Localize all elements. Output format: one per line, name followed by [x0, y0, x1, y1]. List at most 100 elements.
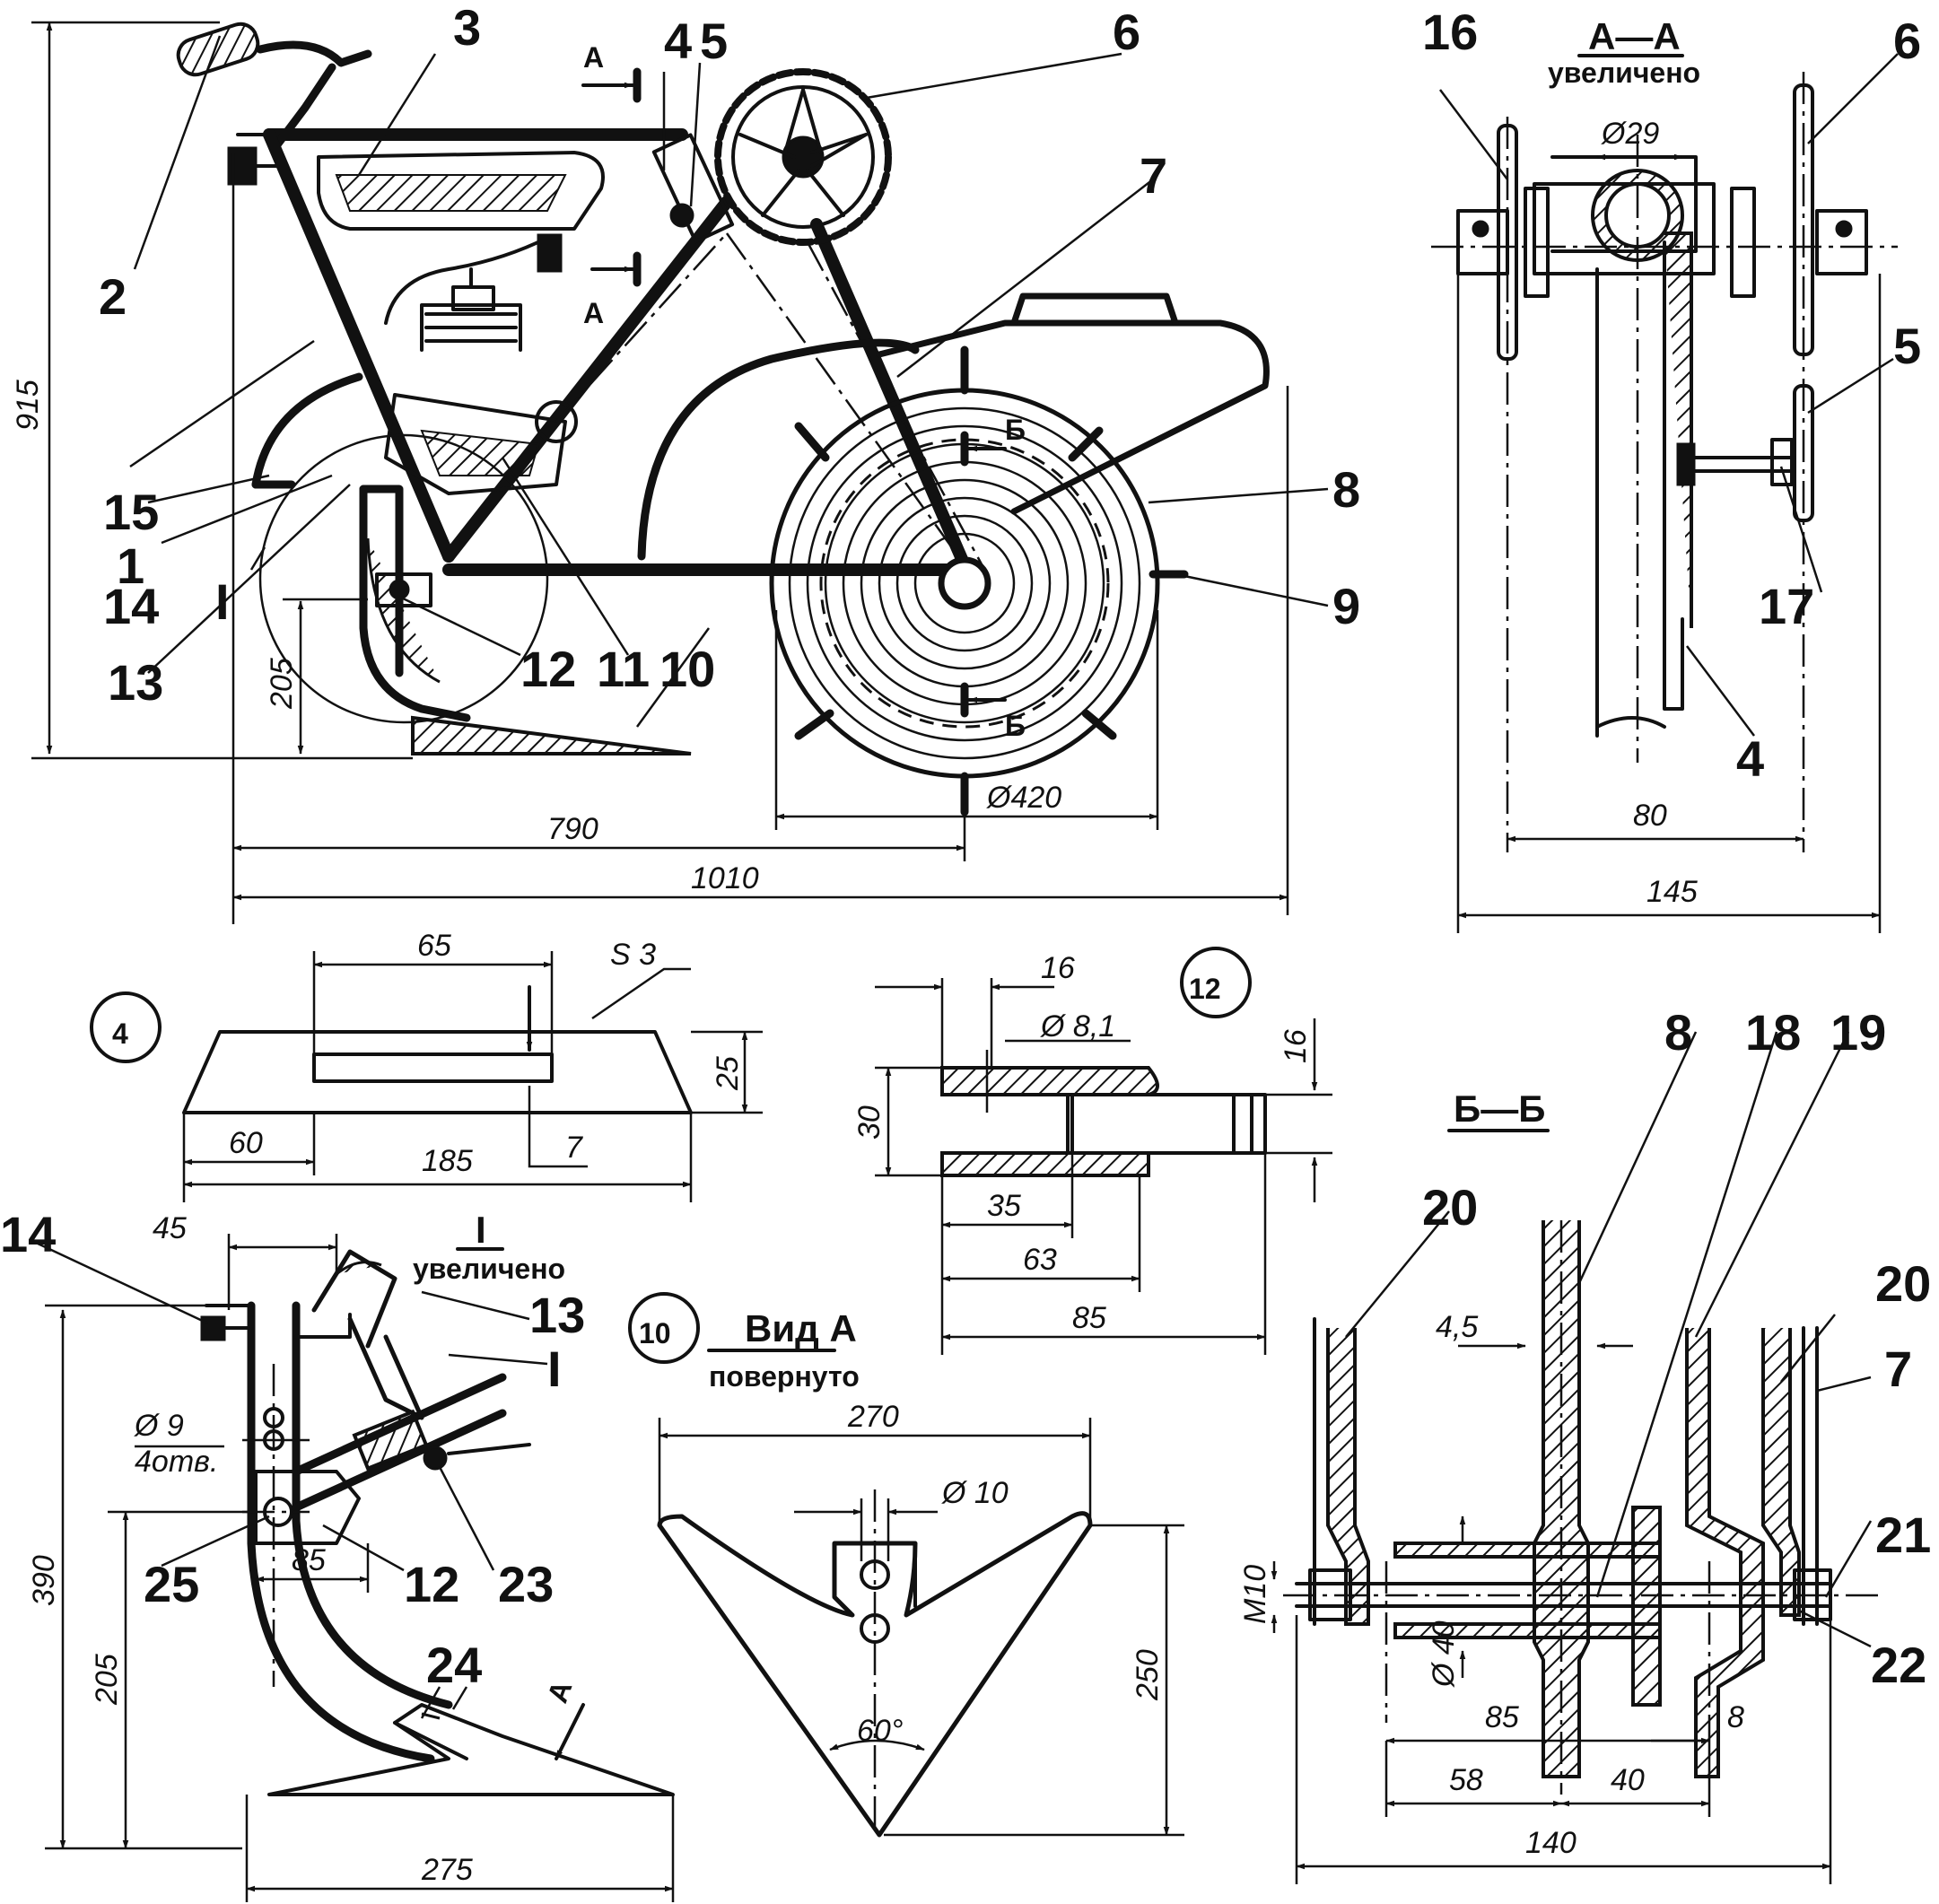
callout-16: 16 [1422, 4, 1478, 60]
part-12 [875, 947, 1332, 1355]
callout-2: 2 [99, 268, 127, 325]
dim-80: 80 [1633, 799, 1667, 833]
dim-185: 185 [422, 1144, 473, 1178]
plow-stand [359, 485, 692, 755]
dim-40: 40 [1611, 1763, 1645, 1797]
callout-8: 8 [1332, 461, 1360, 518]
view-a-title: Вид А [745, 1307, 857, 1349]
dim-420: Ø420 [986, 781, 1061, 815]
dim-790: 790 [547, 812, 598, 846]
dim-30: 30 [852, 1105, 887, 1140]
callout-14-detail: 14 [0, 1206, 56, 1262]
callout-23: 23 [498, 1556, 554, 1612]
dim-25: 25 [711, 1056, 745, 1091]
dim-7: 7 [565, 1131, 583, 1165]
section-mark-a-bottom: А [583, 297, 604, 329]
section-aa-title: А—А [1588, 15, 1681, 57]
callout-18: 18 [1745, 1004, 1801, 1061]
callout-22: 22 [1871, 1637, 1926, 1693]
callout-13: 13 [108, 654, 163, 711]
rear-fender [637, 293, 1270, 561]
fuel-tank [317, 151, 605, 325]
dim-58: 58 [1449, 1763, 1483, 1797]
sprocket [651, 68, 892, 246]
dim-65: 65 [417, 929, 451, 963]
dim-275: 275 [421, 1853, 473, 1887]
dim-85-part12: 85 [1072, 1301, 1106, 1335]
dim-m10: M10 [1238, 1565, 1272, 1624]
dim-63: 63 [1023, 1243, 1057, 1277]
callout-17: 17 [1759, 578, 1814, 634]
front-fender [251, 372, 363, 489]
callout-6: 6 [1113, 4, 1140, 60]
section-mark-a-top: А [583, 41, 604, 74]
bicycle-frame [227, 128, 971, 576]
dim-270: 270 [847, 1400, 899, 1434]
callout-13-detail: 13 [529, 1287, 585, 1343]
dim-1010: 1010 [691, 861, 759, 895]
dim-205-detail: 205 [90, 1654, 124, 1706]
detail-i-title: I [476, 1209, 486, 1251]
dim-10: Ø 10 [941, 1476, 1009, 1510]
dim-140: 140 [1525, 1826, 1577, 1860]
detail-i [35, 1234, 675, 1902]
callout-14: 14 [103, 578, 159, 634]
dim-205-main: 205 [265, 658, 299, 710]
callout-8-bb: 8 [1664, 1004, 1692, 1061]
callout-25: 25 [144, 1556, 199, 1612]
callout-roman-i: I [215, 573, 230, 630]
callout-1-detail: I [547, 1341, 562, 1397]
callout-1: 1 [117, 537, 144, 594]
dim-45: 45 [153, 1211, 187, 1245]
dim-85-bb: 85 [1485, 1700, 1519, 1734]
dim-16-right: 16 [1279, 1029, 1313, 1063]
dim-8: 8 [1727, 1700, 1744, 1734]
dim-85-detail: 85 [292, 1543, 326, 1577]
callout-20-right: 20 [1875, 1255, 1931, 1312]
dim-60-deg: 60° [857, 1714, 903, 1748]
part-10-label: 10 [639, 1317, 671, 1349]
callout-7-bb: 7 [1884, 1341, 1912, 1397]
dim-390: 390 [27, 1555, 61, 1606]
callout-4-aa: 4 [1736, 730, 1764, 787]
section-mark-b-top: Б [1005, 414, 1026, 446]
dim-250: 250 [1131, 1649, 1165, 1701]
callout-12: 12 [520, 641, 576, 697]
dim-s3: S 3 [610, 938, 656, 972]
dim-29: Ø29 [1601, 117, 1659, 151]
dim-4-5: 4,5 [1436, 1310, 1478, 1344]
main-view [31, 21, 1329, 924]
callout-9: 9 [1332, 578, 1360, 634]
callout-24: 24 [426, 1637, 482, 1693]
part-4 [90, 951, 763, 1202]
section-aa-subtitle: увеличено [1548, 57, 1700, 89]
callout-12-detail: 12 [404, 1556, 459, 1612]
callout-6-aa: 6 [1893, 13, 1921, 69]
callout-4: 4 [664, 13, 692, 69]
part-10 [628, 1292, 1184, 1838]
callout-5: 5 [700, 13, 728, 69]
dim-60: 60 [229, 1126, 263, 1160]
rear-wheel [769, 345, 1189, 817]
section-mark-b-bottom: Б [1005, 710, 1026, 742]
view-a-subtitle: повернуто [709, 1360, 860, 1393]
section-bb-title: Б—Б [1454, 1087, 1545, 1130]
plow-circle [258, 433, 549, 724]
callout-5-aa: 5 [1893, 318, 1921, 374]
callout-15: 15 [103, 484, 159, 540]
dim-35: 35 [987, 1189, 1021, 1223]
dim-9: Ø 9 [134, 1409, 184, 1443]
callout-20-left: 20 [1422, 1179, 1478, 1236]
dim-16-top: 16 [1041, 951, 1075, 985]
callout-21: 21 [1875, 1507, 1931, 1563]
callout-7: 7 [1140, 147, 1167, 204]
view-a-mark: A [541, 1676, 579, 1707]
section-bb [1271, 1031, 1884, 1884]
section-aa [1431, 53, 1899, 933]
dim-8-1: Ø 8,1 [1040, 1009, 1115, 1044]
dim-40-dia: Ø 40 [1427, 1620, 1461, 1688]
detail-i-subtitle: увеличено [413, 1253, 565, 1285]
part-4-label: 4 [112, 1018, 128, 1050]
dim-4-holes: 4отв. [135, 1445, 218, 1479]
